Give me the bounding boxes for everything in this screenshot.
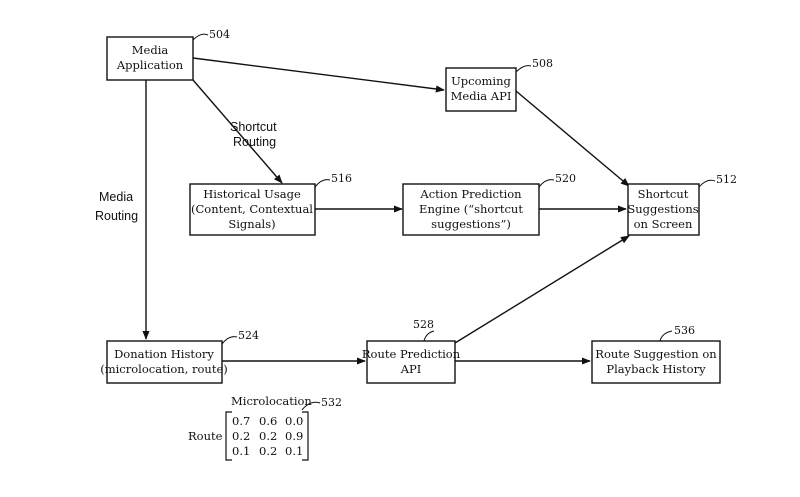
matrix-cell: 0.1: [232, 444, 250, 458]
matrix-right-bracket: [302, 411, 309, 461]
ref-number: 520: [555, 172, 576, 185]
ref-leader: [192, 33, 209, 41]
ref-leader: [221, 336, 238, 345]
ref-leader: [698, 179, 716, 188]
node-shortcut-suggestions-on-screen: Shortcut Suggestions on Screen 512: [627, 173, 737, 236]
matrix-row-label: Route: [188, 429, 223, 443]
ref-leader: [301, 401, 321, 411]
node-route-prediction-api: Route Prediction API 528: [362, 318, 461, 384]
ref-number: 516: [331, 172, 352, 185]
shortcut-screen-line-2: Suggestions: [627, 202, 698, 216]
ref-number: 504: [209, 28, 230, 41]
donation-history-line-1: Donation History: [114, 347, 214, 361]
action-engine-line-3: suggestions”): [431, 217, 511, 231]
ref-leader: [314, 179, 331, 188]
matrix-cell: 0.7: [232, 414, 250, 428]
edge-route-api-to-shortcut-screen: [454, 235, 630, 344]
ref-number: 508: [532, 57, 553, 70]
media-application-line-2: Application: [116, 58, 184, 72]
shortcut-screen-line-1: Shortcut: [638, 187, 689, 201]
shortcut-screen-line-3: on Screen: [634, 217, 693, 231]
matrix-cell: 0.6: [259, 414, 277, 428]
matrix-cell: 0.9: [285, 429, 303, 443]
route-suggestion-line-1: Route Suggestion on: [595, 347, 717, 361]
media-routing-line-2: Routing: [95, 209, 138, 223]
ref-leader: [659, 330, 673, 342]
matrix-row: 0.7 0.6 0.0: [232, 414, 303, 428]
ref-number: 524: [238, 329, 259, 342]
edge-upcoming-api-to-shortcut-screen: [515, 90, 630, 187]
matrix-cell: 0.0: [285, 414, 303, 428]
media-application-line-1: Media: [132, 43, 169, 57]
shortcut-routing-line-2: Routing: [233, 135, 276, 149]
donation-history-line-2: (microlocation, route): [100, 362, 228, 376]
ref-number: 528: [413, 318, 434, 331]
matrix-left-bracket: [225, 411, 232, 461]
ref-leader: [538, 179, 555, 188]
upcoming-media-api-line-2: Media API: [451, 89, 512, 103]
matrix-row: 0.2 0.2 0.9: [232, 429, 303, 443]
matrix-cell: 0.2: [259, 429, 277, 443]
action-engine-line-1: Action Prediction: [419, 187, 522, 201]
route-microlocation-matrix: Microlocation 532 Route 0.7 0.6 0.0 0.2 …: [188, 394, 342, 461]
matrix-cell: 0.1: [285, 444, 303, 458]
historical-usage-line-3: Signals): [228, 217, 275, 231]
node-upcoming-media-api: Upcoming Media API 508: [445, 57, 553, 112]
route-api-line-1: Route Prediction: [362, 347, 461, 361]
historical-usage-line-1: Historical Usage: [203, 187, 301, 201]
route-suggestion-line-2: Playback History: [606, 362, 706, 376]
matrix-cell: 0.2: [232, 429, 250, 443]
matrix-ref-number: 532: [321, 396, 342, 409]
route-api-line-2: API: [400, 362, 422, 376]
matrix-row: 0.1 0.2 0.1: [232, 444, 303, 458]
edges: [142, 57, 630, 365]
action-engine-line-2: Engine (“shortcut: [419, 202, 523, 216]
node-action-prediction-engine: Action Prediction Engine (“shortcut sugg…: [402, 172, 576, 236]
media-routing-line-1: Media: [99, 190, 133, 204]
matrix-cell: 0.2: [259, 444, 277, 458]
edge-media-app-to-historical-usage: [192, 79, 283, 184]
node-donation-history: Donation History (microlocation, route) …: [100, 329, 259, 384]
shortcut-routing-line-1: Shortcut: [230, 120, 277, 134]
upcoming-media-api-line-1: Upcoming: [451, 74, 511, 88]
edge-label-media-routing: Media Routing: [95, 190, 138, 223]
matrix-column-label: Microlocation: [231, 394, 312, 408]
ref-leader: [515, 65, 532, 73]
node-route-suggestion: Route Suggestion on Playback History 536: [591, 324, 721, 384]
ref-number: 536: [674, 324, 695, 337]
ref-number: 512: [716, 173, 737, 186]
edge-media-app-to-upcoming-api: [192, 57, 445, 93]
historical-usage-line-2: (Content, Contextual: [191, 202, 313, 216]
ref-leader: [423, 330, 435, 342]
edge-label-shortcut-routing: Shortcut Routing: [230, 120, 277, 149]
node-historical-usage: Historical Usage (Content, Contextual Si…: [189, 172, 352, 236]
node-media-application: Media Application 504: [106, 28, 230, 81]
